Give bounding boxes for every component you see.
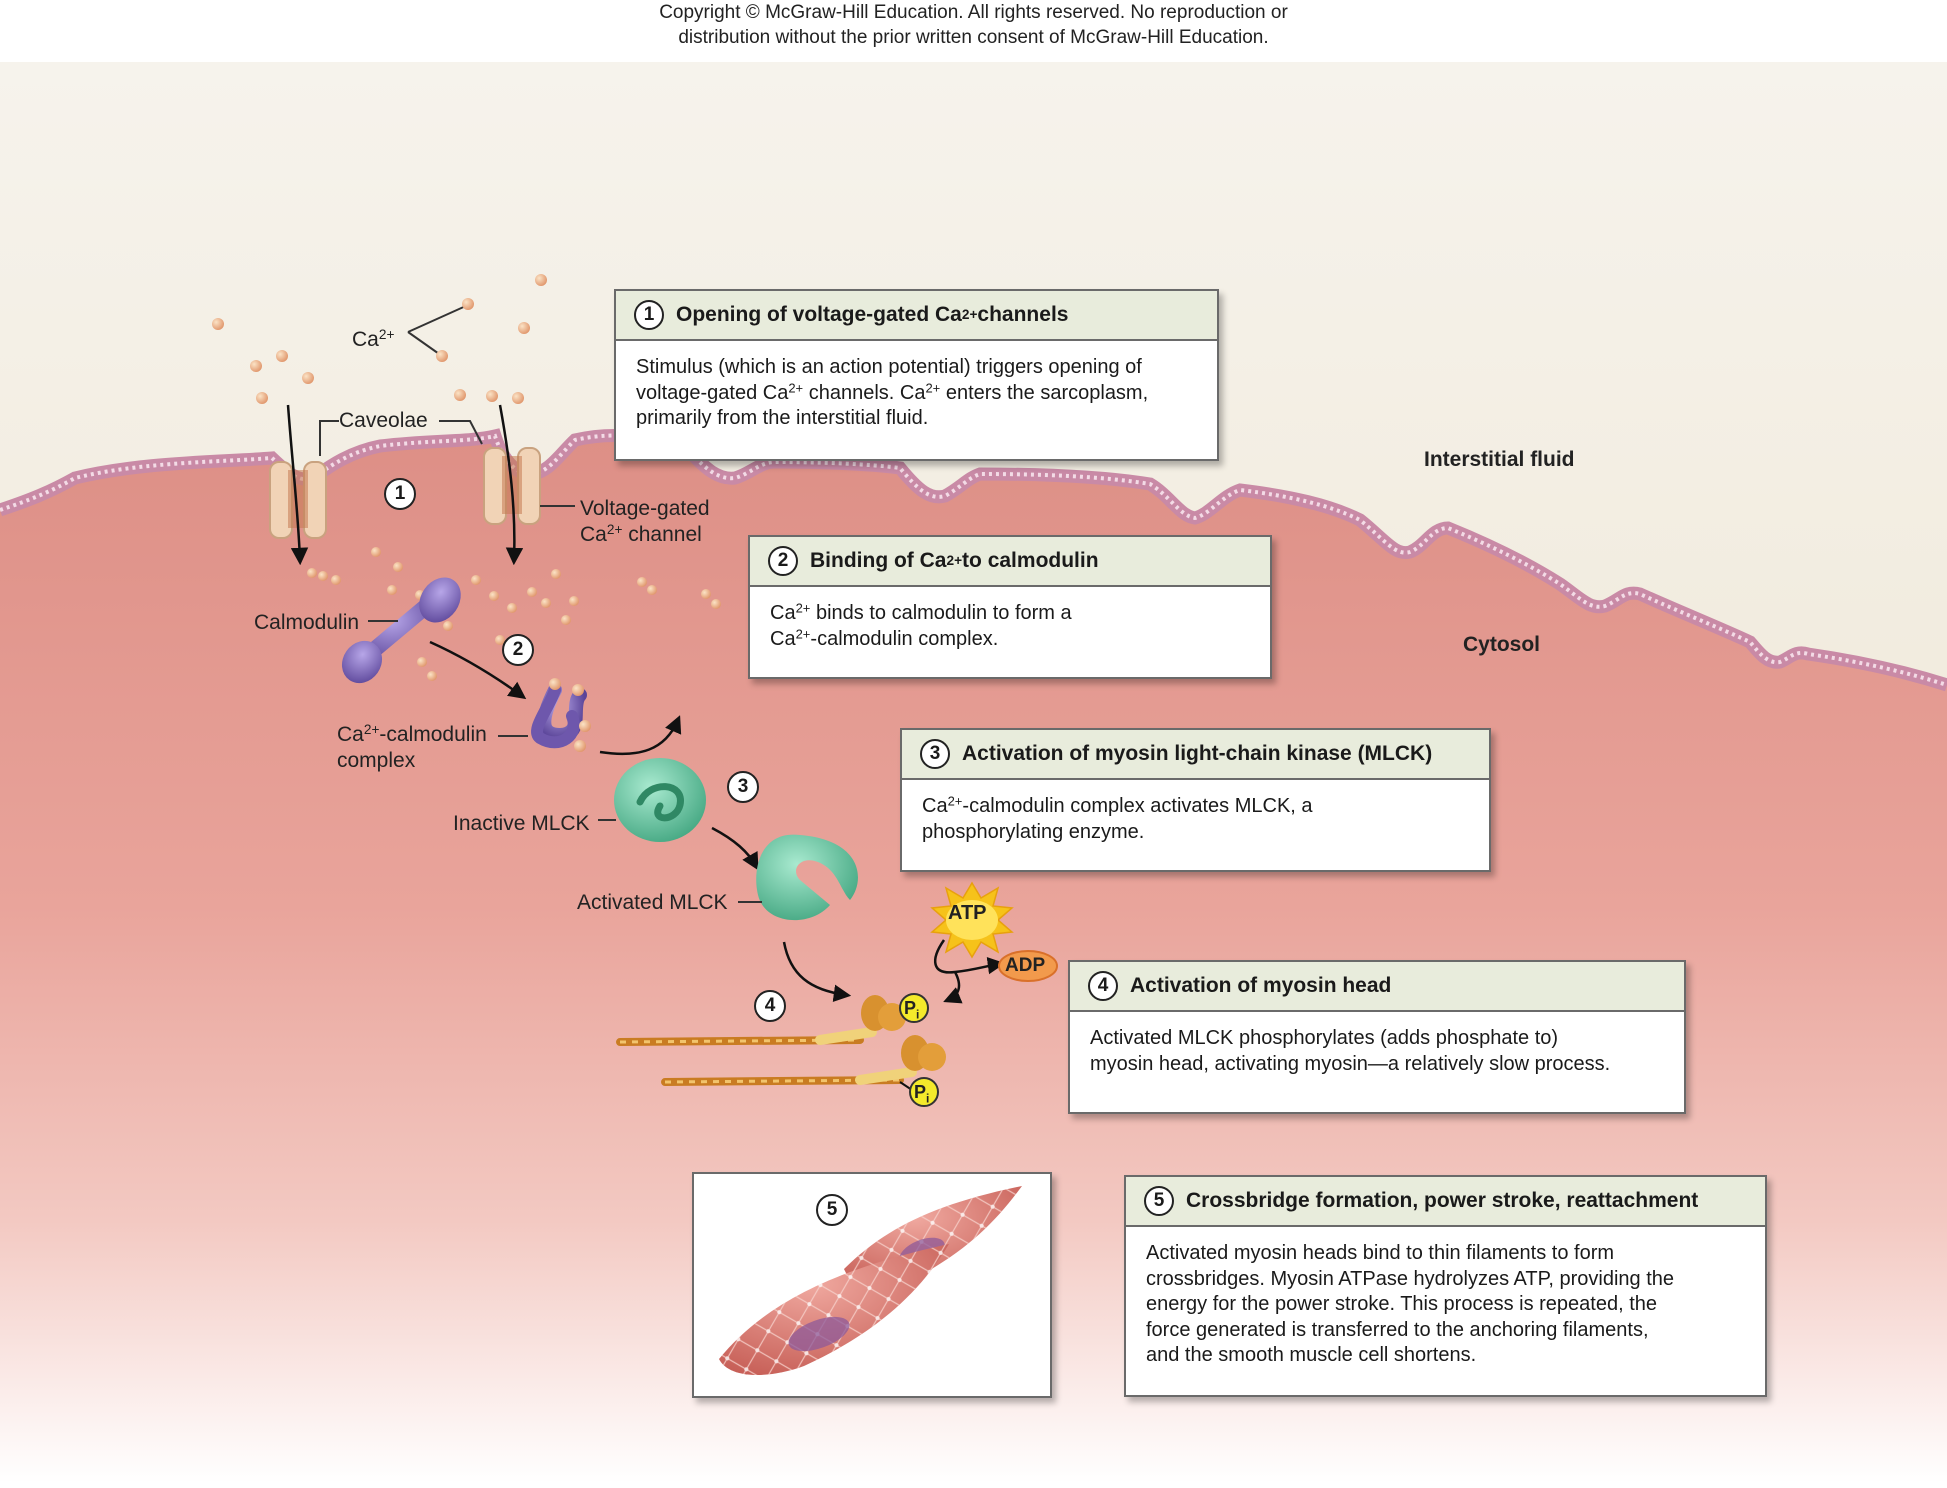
copyright-notice: Copyright © McGraw-Hill Education. All r…	[0, 0, 1947, 64]
copyright-line-2: distribution without the prior written c…	[678, 27, 1269, 48]
label-adp: ADP	[1005, 955, 1046, 976]
adp-shape	[998, 950, 1058, 982]
label-cytosol: Cytosol	[1463, 633, 1541, 656]
diagram-marker-5: 5	[816, 1194, 848, 1226]
voltage-gated-channel-right	[483, 447, 541, 525]
myosin-filaments	[616, 995, 946, 1091]
voltage-gated-channel-left	[269, 461, 327, 539]
smooth-muscle-cell-inset: 5	[692, 1172, 1052, 1398]
label-calcium-ion: Ca2+	[352, 327, 395, 351]
phosphate-2	[909, 1077, 939, 1107]
calmodulin-shape	[341, 577, 461, 684]
label-ca-calmodulin-complex: Ca2+-calmodulin complex	[337, 722, 487, 772]
diagram-marker-1: 1	[384, 478, 416, 510]
diagram-marker-4: 4	[754, 990, 786, 1022]
activated-mlck-shape	[756, 834, 858, 921]
atp-burst	[930, 881, 1014, 959]
smooth-muscle-cells-icon	[719, 1186, 1022, 1376]
inactive-mlck-shape	[614, 758, 706, 842]
label-interstitial-fluid: Interstitial fluid	[1424, 448, 1575, 471]
diagram-marker-3: 3	[727, 771, 759, 803]
label-phosphate-1: Pi	[904, 998, 920, 1022]
label-voltage-gated-channel: Voltage-gated Ca2+ channel	[580, 497, 710, 546]
label-caveolae: Caveolae	[339, 409, 428, 432]
label-inactive-mlck: Inactive MLCK	[453, 812, 590, 835]
copyright-line-1: Copyright © McGraw-Hill Education. All r…	[659, 2, 1288, 23]
phosphate-1	[899, 993, 929, 1023]
ca-calmodulin-complex-shape	[531, 678, 591, 752]
diagram-marker-2: 2	[502, 634, 534, 666]
label-atp: ATP	[948, 902, 987, 924]
label-activated-mlck: Activated MLCK	[577, 891, 728, 914]
label-phosphate-2: Pi	[914, 1082, 930, 1106]
label-calmodulin: Calmodulin	[254, 611, 360, 634]
